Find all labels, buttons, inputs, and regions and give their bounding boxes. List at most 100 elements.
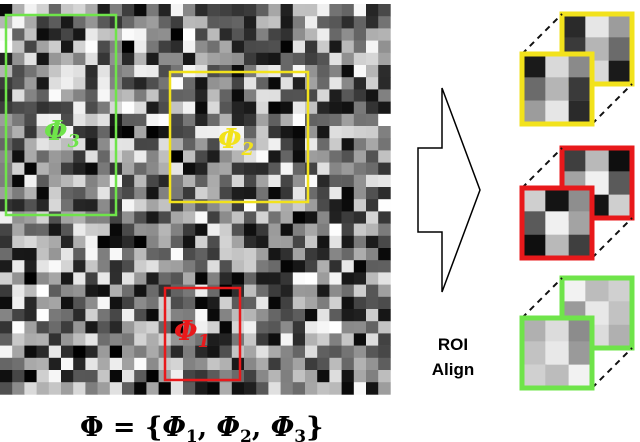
feature-cell bbox=[134, 28, 147, 41]
feature-cell bbox=[146, 150, 159, 163]
feature-cell bbox=[183, 235, 196, 249]
feature-cell bbox=[48, 126, 62, 139]
feature-cell bbox=[122, 199, 135, 212]
feature-cell bbox=[146, 28, 159, 41]
feature-cell bbox=[378, 345, 391, 359]
feature-cell bbox=[158, 199, 172, 212]
feature-cell bbox=[97, 16, 111, 29]
feature-cell bbox=[219, 52, 233, 66]
feature-cell bbox=[85, 16, 98, 29]
feature-cell bbox=[317, 4, 330, 17]
feature-cell bbox=[329, 89, 342, 102]
feature-cell bbox=[183, 16, 196, 29]
feature-cell bbox=[134, 52, 147, 66]
feature-cell bbox=[0, 260, 13, 273]
feature-cell bbox=[0, 321, 13, 334]
feature-cell bbox=[61, 65, 74, 78]
feature-cell bbox=[146, 382, 159, 395]
feature-cell bbox=[12, 223, 25, 237]
feature-cell bbox=[12, 272, 25, 285]
feature-cell bbox=[292, 162, 306, 176]
feature-cell bbox=[280, 187, 294, 200]
pooled-back-cell bbox=[608, 324, 633, 349]
feature-cell bbox=[353, 150, 367, 163]
feature-cell bbox=[12, 150, 25, 163]
feature-cell bbox=[378, 162, 391, 176]
feature-cell bbox=[231, 235, 245, 249]
feature-cell bbox=[268, 382, 281, 395]
feature-cell bbox=[146, 321, 159, 334]
feature-cell bbox=[134, 223, 147, 237]
feature-cell bbox=[36, 16, 50, 29]
pooled-back-frame bbox=[559, 11, 635, 87]
feature-cell bbox=[109, 345, 123, 359]
feature-cell bbox=[195, 345, 208, 359]
feature-cell bbox=[207, 309, 220, 322]
feature-cell bbox=[12, 65, 25, 78]
feature-cell bbox=[24, 309, 37, 322]
feature-cell bbox=[317, 89, 330, 102]
feature-cell bbox=[158, 260, 172, 273]
feature-cell bbox=[207, 89, 220, 102]
feature-cell bbox=[170, 113, 184, 127]
feature-cell bbox=[256, 113, 269, 127]
feature-cell bbox=[146, 40, 159, 54]
feature-cell bbox=[378, 4, 391, 17]
feature-cell bbox=[109, 296, 123, 310]
feature-cell bbox=[305, 223, 318, 237]
feature-cell bbox=[244, 28, 257, 41]
feature-cell bbox=[366, 162, 379, 176]
feature-cell bbox=[85, 345, 98, 359]
feature-cell bbox=[122, 296, 135, 310]
feature-cell bbox=[36, 345, 50, 359]
feature-cell bbox=[183, 89, 196, 102]
feature-cell bbox=[12, 101, 25, 115]
feature-cell bbox=[207, 187, 220, 200]
feature-cell bbox=[134, 187, 147, 200]
feature-cell bbox=[268, 40, 281, 54]
feature-cell bbox=[305, 370, 318, 383]
feature-cell bbox=[256, 40, 269, 54]
feature-cell bbox=[134, 309, 147, 322]
feature-cell bbox=[73, 101, 86, 115]
feature-cell bbox=[268, 101, 281, 115]
feature-cell bbox=[219, 150, 233, 163]
feature-cell bbox=[36, 138, 50, 151]
feature-cell bbox=[158, 16, 172, 29]
feature-cell bbox=[244, 333, 257, 346]
feature-cell bbox=[146, 357, 159, 371]
feature-cell bbox=[353, 174, 367, 188]
feature-cell bbox=[219, 187, 233, 200]
feature-cell bbox=[134, 345, 147, 359]
feature-cell bbox=[61, 52, 74, 66]
feature-cell bbox=[378, 309, 391, 322]
feature-cell bbox=[231, 150, 245, 163]
feature-cell bbox=[366, 309, 379, 322]
feature-cell bbox=[207, 174, 220, 188]
feature-cell bbox=[305, 333, 318, 346]
feature-cell bbox=[231, 284, 245, 298]
feature-cell bbox=[280, 101, 294, 115]
feature-cell bbox=[183, 248, 196, 261]
feature-cell bbox=[158, 174, 172, 188]
feature-cell bbox=[12, 296, 25, 310]
feature-cell bbox=[244, 113, 257, 127]
feature-cell bbox=[12, 260, 25, 273]
feature-cell bbox=[366, 357, 379, 371]
feature-cell bbox=[158, 150, 172, 163]
feature-cell bbox=[244, 89, 257, 102]
feature-cell bbox=[329, 187, 342, 200]
feature-cell bbox=[85, 28, 98, 41]
feature-cell bbox=[61, 138, 74, 151]
pooled-front-cell bbox=[522, 364, 546, 389]
feature-cell bbox=[329, 77, 342, 90]
feature-cell bbox=[24, 345, 37, 359]
feature-cell bbox=[146, 65, 159, 78]
feature-cell bbox=[366, 4, 379, 17]
feature-cell bbox=[207, 40, 220, 54]
feature-cell bbox=[207, 150, 220, 163]
pooled-back-cell bbox=[585, 14, 609, 38]
feature-cell bbox=[134, 235, 147, 249]
feature-cell bbox=[195, 333, 208, 346]
feature-cell bbox=[244, 16, 257, 29]
